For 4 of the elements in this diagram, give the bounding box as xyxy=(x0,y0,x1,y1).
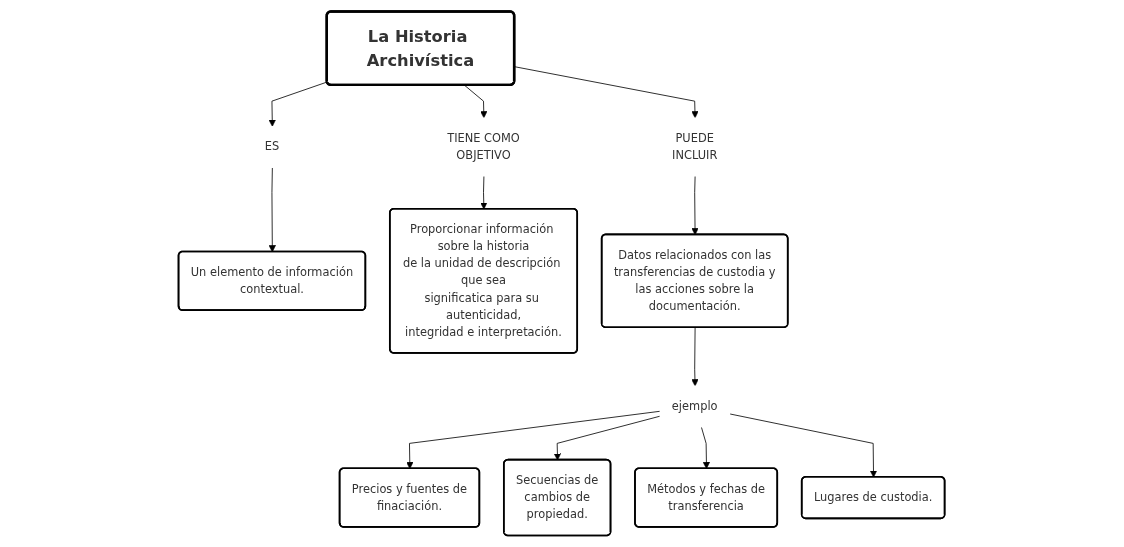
node-text: ejemplo xyxy=(672,399,718,413)
node-text: ES xyxy=(265,139,280,153)
node-text: TIENE COMO OBJETIVO xyxy=(447,131,521,162)
node-text: PUEDE INCLUIR xyxy=(672,131,718,162)
